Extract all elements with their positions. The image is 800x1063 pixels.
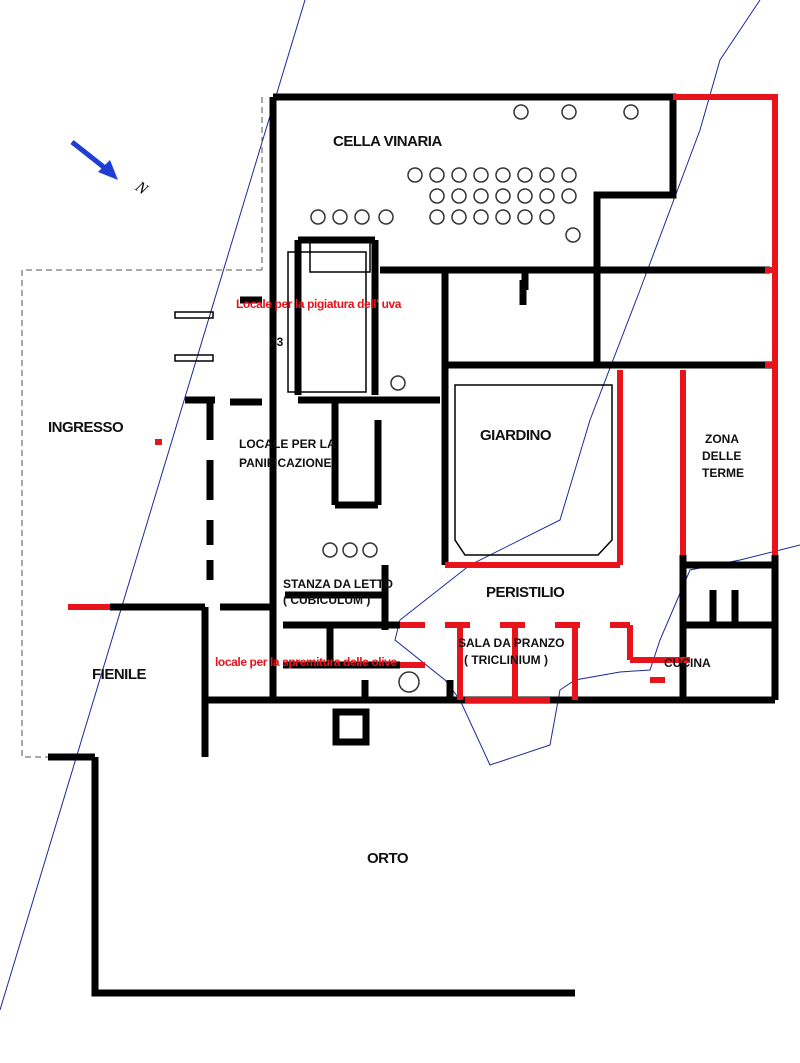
- north-arrow-icon: N: [70, 140, 152, 199]
- label-terme: ZONA: [705, 432, 739, 446]
- label-cubiculum: STANZA DA LETTO: [283, 577, 393, 591]
- label-pigiatura: Locale per la pigiatura dell' uva: [236, 297, 402, 311]
- room-number: 23: [270, 335, 284, 349]
- svg-text:DELLE: DELLE: [702, 449, 741, 463]
- label-peristilio: PERISTILIO: [486, 584, 565, 601]
- label-giardino: GIARDINO: [480, 427, 552, 444]
- label-orto: ORTO: [367, 850, 409, 867]
- walls: [48, 93, 779, 997]
- label-cucina: CUCINA: [664, 656, 711, 670]
- label-cella-vinaria: CELLA VINARIA: [333, 133, 442, 150]
- svg-text:TERME: TERME: [702, 466, 744, 480]
- north-label: N: [131, 178, 151, 199]
- label-triclinium: SALA DA PRANZO: [458, 636, 564, 650]
- label-panificazione: LOCALE PER LA: [239, 437, 336, 451]
- svg-text:( TRICLINIUM ): ( TRICLINIUM ): [464, 653, 548, 667]
- label-fienile: FIENILE: [92, 666, 146, 683]
- svg-text:PANIFICAZIONE: PANIFICAZIONE: [239, 456, 331, 470]
- ingresso-outline: [21, 269, 262, 758]
- dolia-jars: [310, 104, 639, 693]
- label-spremitura: locale per la spremitura delle olive: [215, 655, 397, 669]
- restored-walls: [68, 94, 778, 703]
- room-labels: CELLA VINARIA Locale per la pigiatura de…: [48, 133, 744, 867]
- label-ingresso: INGRESSO: [48, 419, 124, 436]
- garden-outline: [454, 384, 613, 556]
- steps: [174, 311, 214, 362]
- svg-text:( CUBICULUM ): ( CUBICULUM ): [283, 593, 370, 607]
